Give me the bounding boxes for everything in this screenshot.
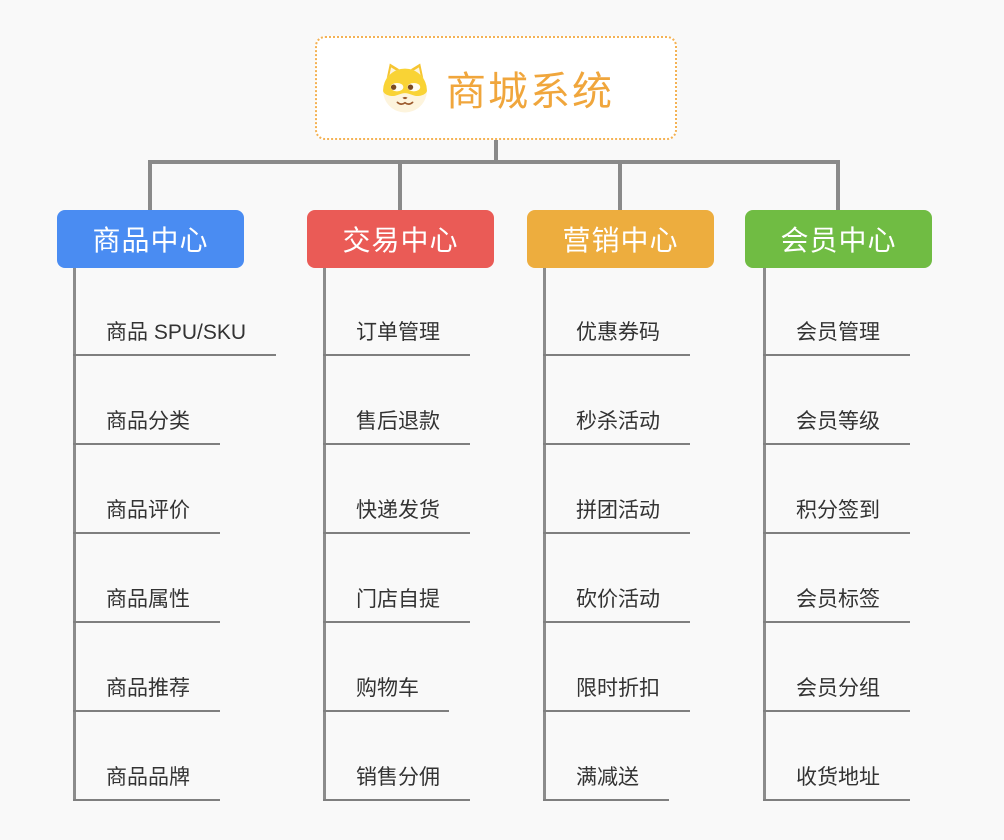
- leaf-node[interactable]: 会员标签: [763, 589, 910, 623]
- leaf-node[interactable]: 快递发货: [323, 500, 470, 534]
- root-node-title: 商城系统: [446, 70, 614, 114]
- branch-node-marketing-center[interactable]: 营销中心: [527, 210, 714, 268]
- branch-label: 会员中心: [780, 225, 897, 256]
- branch-children-product-center: 商品 SPU/SKU 商品分类 商品评价 商品属性 商品推荐 商品品牌: [73, 0, 313, 840]
- trunk-line: [73, 268, 76, 801]
- branch-children-trade-center: 订单管理 售后退款 快递发货 门店自提 购物车 销售分佣: [323, 0, 563, 840]
- trunk-line: [543, 268, 546, 801]
- branch-node-trade-center[interactable]: 交易中心: [307, 210, 494, 268]
- connector-horizontal-rail: [148, 160, 840, 164]
- leaf-node[interactable]: 门店自提: [323, 589, 470, 623]
- leaf-node[interactable]: 订单管理: [323, 322, 470, 356]
- leaf-node[interactable]: 优惠券码: [543, 322, 690, 356]
- branch-node-member-center[interactable]: 会员中心: [745, 210, 932, 268]
- leaf-node[interactable]: 会员等级: [763, 411, 910, 445]
- leaf-node[interactable]: 商品分类: [73, 411, 220, 445]
- leaf-node[interactable]: 积分签到: [763, 500, 910, 534]
- leaf-node[interactable]: 商品 SPU/SKU: [73, 322, 277, 356]
- connector-drop-product-center: [148, 160, 152, 212]
- leaf-node[interactable]: 秒杀活动: [543, 411, 690, 445]
- trunk-line: [323, 268, 326, 801]
- leaf-node[interactable]: 商品评价: [73, 500, 220, 534]
- connector-drop-marketing-center: [618, 160, 622, 212]
- branch-label: 营销中心: [562, 225, 679, 256]
- leaf-node[interactable]: 拼团活动: [543, 500, 690, 534]
- leaf-node[interactable]: 限时折扣: [543, 678, 690, 712]
- leaf-node[interactable]: 砍价活动: [543, 589, 690, 623]
- leaf-node[interactable]: 满减送: [543, 767, 669, 801]
- connector-drop-member-center: [836, 160, 840, 212]
- leaf-node[interactable]: 售后退款: [323, 411, 470, 445]
- connector-drop-trade-center: [398, 160, 402, 212]
- leaf-node[interactable]: 购物车: [323, 678, 449, 712]
- leaf-node[interactable]: 会员分组: [763, 678, 910, 712]
- branch-label: 商品中心: [92, 225, 209, 256]
- branch-children-member-center: 会员管理 会员等级 积分签到 会员标签 会员分组 收货地址: [763, 0, 1003, 840]
- root-node[interactable]: 商城系统: [315, 36, 677, 140]
- branch-children-marketing-center: 优惠券码 秒杀活动 拼团活动 砍价活动 限时折扣 满减送: [543, 0, 783, 840]
- trunk-line: [763, 268, 766, 801]
- leaf-node[interactable]: 商品品牌: [73, 767, 220, 801]
- connector-root-drop: [494, 140, 498, 164]
- shiba-dog-icon: [383, 63, 427, 113]
- leaf-node[interactable]: 收货地址: [763, 767, 910, 801]
- leaf-node[interactable]: 销售分佣: [323, 767, 470, 801]
- leaf-node[interactable]: 商品属性: [73, 589, 220, 623]
- leaf-node[interactable]: 会员管理: [763, 322, 910, 356]
- branch-node-product-center[interactable]: 商品中心: [57, 210, 244, 268]
- branch-label: 交易中心: [342, 225, 459, 256]
- leaf-node[interactable]: 商品推荐: [73, 678, 220, 712]
